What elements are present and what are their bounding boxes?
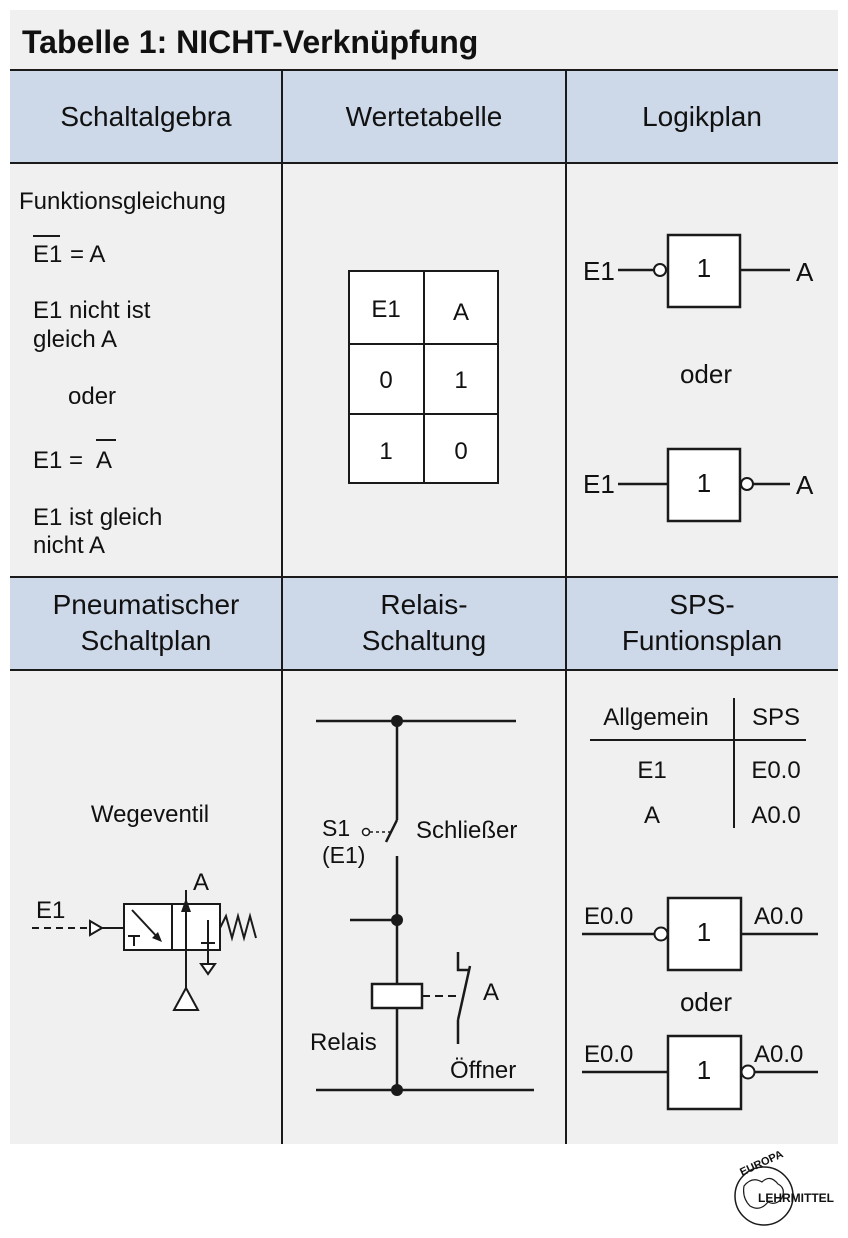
- pneumatic-valve-diagram: Wegeventil E1 A: [32, 801, 257, 1011]
- negation-bubble-icon: [740, 1064, 756, 1080]
- sps-gate-input-negated: E0.0 1 A0.0: [582, 896, 818, 972]
- truth-table: E1 A 0 1 1 0: [348, 270, 499, 484]
- truth-table-cell: 0: [454, 438, 467, 465]
- header-row-1: [10, 70, 838, 163]
- arrowhead-icon: [152, 932, 162, 942]
- gate-symbol: 1: [697, 253, 711, 283]
- sps-output-label: A0.0: [754, 1041, 803, 1068]
- map-cell: A: [644, 802, 660, 829]
- schaltalgebra-cell: Funktionsgleichung E1 = A E1 nicht ist g…: [19, 188, 226, 559]
- contact-label: A: [483, 979, 499, 1006]
- truth-table-cell: 0: [379, 367, 392, 394]
- truth-table-header: A: [453, 299, 469, 326]
- map-header: SPS: [752, 704, 800, 731]
- switch-sublabel: (E1): [322, 842, 365, 868]
- truth-table-cell: 1: [379, 438, 392, 465]
- arrowhead-icon: [181, 898, 191, 912]
- pressure-source-icon: [172, 985, 200, 1011]
- sps-oder-label: oder: [680, 987, 732, 1017]
- map-cell: E0.0: [751, 757, 800, 784]
- funktionsgleichung-heading: Funktionsgleichung: [19, 188, 226, 215]
- negation-bubble-icon: [653, 926, 669, 942]
- nc-contact-blade-icon: [456, 965, 472, 1021]
- map-header: Allgemein: [603, 704, 708, 731]
- map-cell: A0.0: [751, 802, 800, 829]
- valve-input-label: E1: [36, 897, 65, 924]
- header-pneumatik-line2: Schaltplan: [81, 625, 212, 656]
- wegeventil-label: Wegeventil: [91, 801, 209, 828]
- oder-label: oder: [68, 383, 116, 410]
- gate-output-label: A: [796, 257, 814, 287]
- pilot-triangle-icon: [89, 919, 104, 937]
- description2-line2: nicht A: [33, 532, 105, 559]
- description1-line2: gleich A: [33, 326, 117, 353]
- truth-table-header: E1: [371, 296, 400, 323]
- exhaust-icon: [199, 963, 217, 976]
- sps-address-map: Allgemein SPS E1 E0.0 A A0.0: [590, 698, 806, 829]
- equation1-left: E1: [33, 241, 62, 268]
- gate-box: [666, 896, 743, 972]
- sps-gate-output-negated: E0.0 1 A0.0: [582, 1034, 818, 1111]
- header-sps-line2: Funtionsplan: [622, 625, 782, 656]
- header-logikplan: Logikplan: [642, 101, 762, 132]
- gate-output-label: A: [796, 470, 814, 500]
- map-outline-icon: [743, 1177, 784, 1209]
- gate-box: [666, 233, 742, 309]
- spring-icon: [219, 912, 257, 942]
- relay-circuit-diagram: S1 (E1) Schließer A Relais Öffner: [310, 715, 534, 1096]
- gate-box: [666, 447, 742, 523]
- table-grid: [10, 69, 838, 1144]
- switch-contact-icon: [384, 819, 399, 843]
- sps-output-label: A0.0: [754, 903, 803, 930]
- logo-text-lehrmittel: LEHRMITTEL: [758, 1191, 834, 1205]
- description2-line1: E1 ist gleich: [33, 504, 162, 531]
- logic-gate-output-negated: E1 1 A: [583, 447, 814, 523]
- map-cell: E1: [637, 757, 666, 784]
- gate-symbol: 1: [697, 1055, 711, 1085]
- header-sps-line1: SPS-: [669, 589, 734, 620]
- header-relais-line2: Schaltung: [362, 625, 487, 656]
- header-pneumatik-line1: Pneumatischer: [53, 589, 240, 620]
- table-title: Tabelle 1: NICHT-Verknüpfung: [22, 24, 478, 60]
- logikplan-oder-label: oder: [680, 359, 732, 389]
- nc-contact-fixed-icon: [456, 952, 470, 972]
- header-schaltalgebra: Schaltalgebra: [60, 101, 232, 132]
- equation2-right: A: [96, 447, 112, 474]
- truth-table-cell: 1: [454, 367, 467, 394]
- header-relais-line1: Relais-: [380, 589, 467, 620]
- junction-dot-icon: [391, 1084, 403, 1096]
- relais-label: Relais: [310, 1029, 377, 1056]
- gate-symbol: 1: [697, 468, 711, 498]
- oeffner-label: Öffner: [450, 1057, 516, 1084]
- sps-input-label: E0.0: [584, 1041, 633, 1068]
- gate-symbol: 1: [697, 917, 711, 947]
- negation-bubble-icon: [740, 477, 754, 491]
- negation-bubble-icon: [653, 263, 667, 277]
- description1-line1: E1 nicht ist: [33, 297, 151, 324]
- logic-gate-input-negated: E1 1 A: [583, 233, 814, 309]
- gate-input-label: E1: [583, 256, 615, 286]
- header-row-2: [10, 577, 838, 670]
- header-wertetabelle: Wertetabelle: [346, 101, 503, 132]
- relay-coil-icon: [370, 982, 424, 1010]
- sps-input-label: E0.0: [584, 903, 633, 930]
- valve-output-label: A: [193, 869, 209, 896]
- equation1-right: = A: [70, 241, 105, 268]
- switch-actuator-icon: [361, 827, 371, 837]
- gate-input-label: E1: [583, 469, 615, 499]
- switch-label: S1: [322, 815, 350, 841]
- schliesser-label: Schließer: [416, 817, 517, 844]
- europa-lehrmittel-logo: EUROPA LEHRMITTEL: [734, 1148, 834, 1226]
- junction-dot-icon: [391, 914, 403, 926]
- equation2-left: E1 =: [33, 447, 83, 474]
